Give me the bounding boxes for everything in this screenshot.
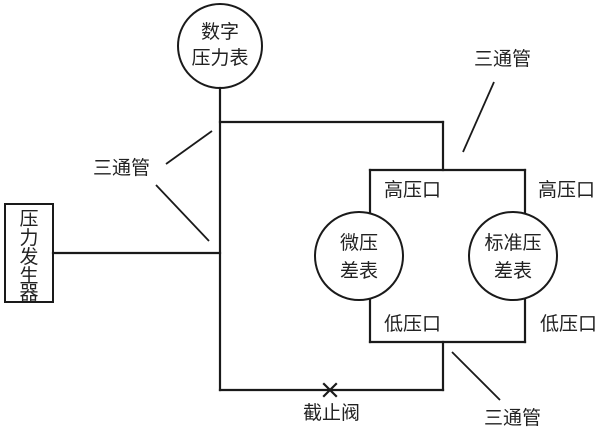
micro-gauge-label-line1: 微压 [340, 232, 378, 254]
shutoff-valve-label: 截止阀 [303, 402, 360, 424]
tee-top-right-label: 三通管 [474, 48, 531, 70]
tee-bottom-leader [451, 351, 501, 401]
shutoff-valve-icon [322, 382, 338, 398]
standard-differential-gauge: 标准压 差表 [468, 211, 558, 301]
tee-left-leader-upper [165, 130, 213, 165]
tee-top-right-leader [462, 81, 495, 153]
low-port-left-label: 低压口 [384, 313, 441, 335]
pressure-generator-char: 器 [19, 282, 38, 304]
tee-left-label: 三通管 [93, 157, 150, 179]
digital-gauge-label-line2: 压力表 [191, 47, 248, 69]
digital-gauge-label-line1: 数字 [201, 21, 239, 43]
tee-left-leader-lower [155, 184, 210, 242]
micro-gauge-label-line2: 差表 [340, 260, 378, 282]
micro-differential-gauge: 微压 差表 [314, 211, 404, 301]
pressure-generator-char: 生 [19, 265, 38, 287]
standard-gauge-label-line2: 差表 [494, 260, 532, 282]
pipe-network [51, 86, 527, 392]
digital-pressure-gauge: 数字 压力表 [177, 3, 263, 89]
standard-gauge-label-line1: 标准压 [484, 232, 541, 254]
tee-bottom-label: 三通管 [484, 407, 541, 429]
high-port-left-label: 高压口 [384, 179, 441, 201]
pressure-generator-char: 压 [19, 208, 38, 230]
pressure-generator: 压 力 发 生 器 [4, 203, 54, 304]
leader-lines [155, 81, 501, 401]
low-port-right-label: 低压口 [540, 313, 597, 335]
pressure-generator-char: 发 [19, 246, 38, 268]
high-port-right-label: 高压口 [538, 179, 595, 201]
pressure-generator-char: 力 [19, 227, 38, 249]
